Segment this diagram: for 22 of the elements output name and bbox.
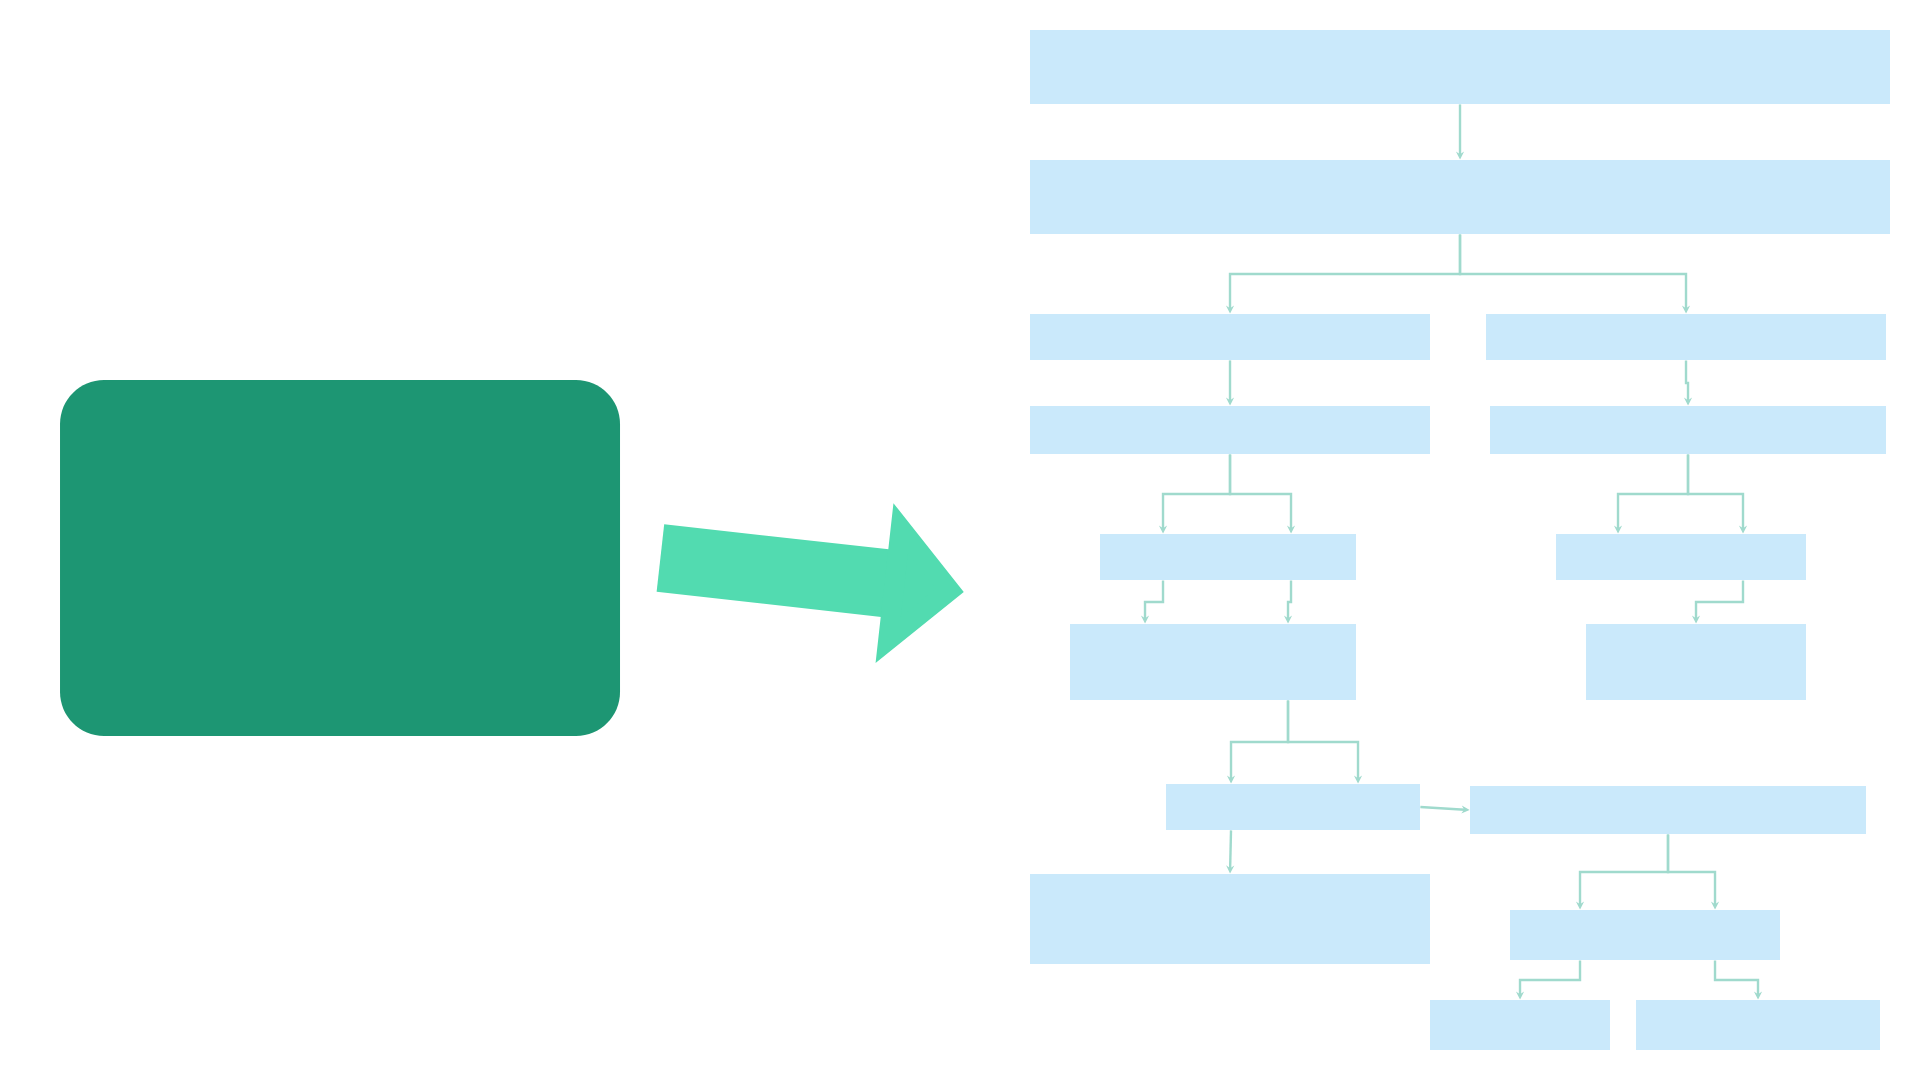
process-box (1030, 874, 1430, 964)
process-box (1030, 30, 1890, 104)
process-box (1296, 784, 1420, 830)
process-box (1490, 406, 1886, 454)
process-box (1486, 314, 1886, 360)
process-box (1636, 1000, 1880, 1050)
process-box (1166, 784, 1296, 830)
process-box (1220, 624, 1356, 700)
process-box (1070, 624, 1220, 700)
process-box (1030, 160, 1890, 234)
rounded-box (60, 380, 620, 736)
process-box (1650, 910, 1780, 960)
process-box (1100, 534, 1226, 580)
process-box (1680, 534, 1806, 580)
process-box (1030, 406, 1430, 454)
process-box (1556, 534, 1680, 580)
process-box (1226, 534, 1356, 580)
process-box (1030, 314, 1430, 360)
process-box (1470, 786, 1866, 834)
process-box (1430, 1000, 1610, 1050)
process-box (1510, 910, 1650, 960)
process-box (1586, 624, 1806, 700)
